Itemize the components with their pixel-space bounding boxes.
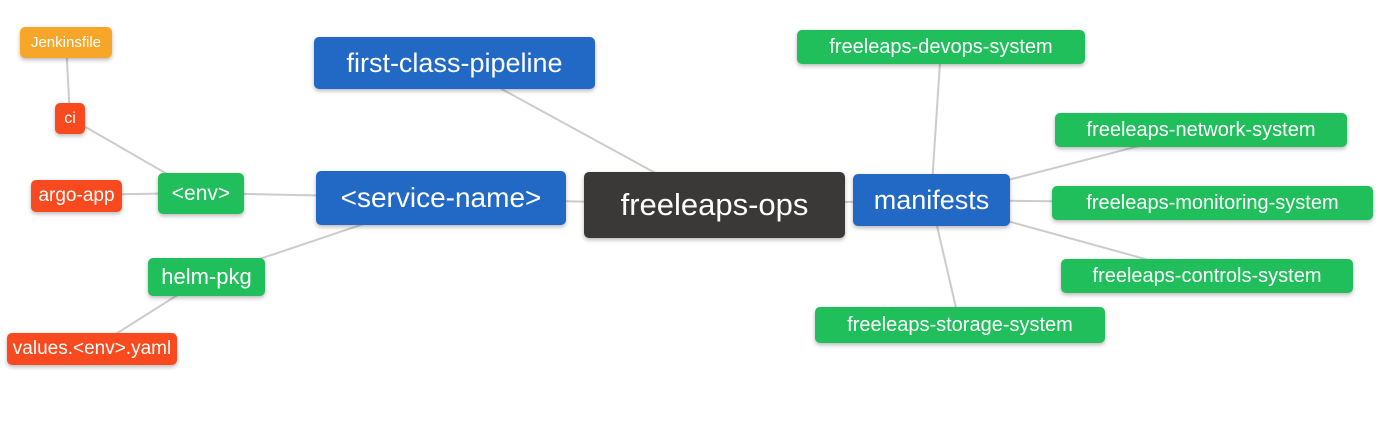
node-freeleaps-storage-system[interactable]: freeleaps-storage-system — [815, 307, 1105, 343]
node-first-class-pipeline[interactable]: first-class-pipeline — [314, 37, 595, 89]
node-manifests[interactable]: manifests — [853, 174, 1010, 226]
node-argo-app[interactable]: argo-app — [31, 180, 122, 212]
node-env[interactable]: <env> — [158, 173, 244, 214]
node-freeleaps-devops-system[interactable]: freeleaps-devops-system — [797, 30, 1085, 64]
node-helm-pkg[interactable]: helm-pkg — [148, 258, 265, 296]
node-freeleaps-network-system[interactable]: freeleaps-network-system — [1055, 113, 1347, 147]
node-freeleaps-monitoring-system[interactable]: freeleaps-monitoring-system — [1052, 186, 1373, 220]
node-freeleaps-ops-root[interactable]: freeleaps-ops — [584, 172, 845, 238]
node-jenkinsfile[interactable]: Jenkinsfile — [20, 27, 112, 58]
node-freeleaps-controls-system[interactable]: freeleaps-controls-system — [1061, 259, 1353, 293]
node-values-env-yaml[interactable]: values.<env>.yaml — [7, 333, 177, 365]
node-service-name[interactable]: <service-name> — [316, 171, 566, 225]
node-ci[interactable]: ci — [55, 103, 85, 134]
